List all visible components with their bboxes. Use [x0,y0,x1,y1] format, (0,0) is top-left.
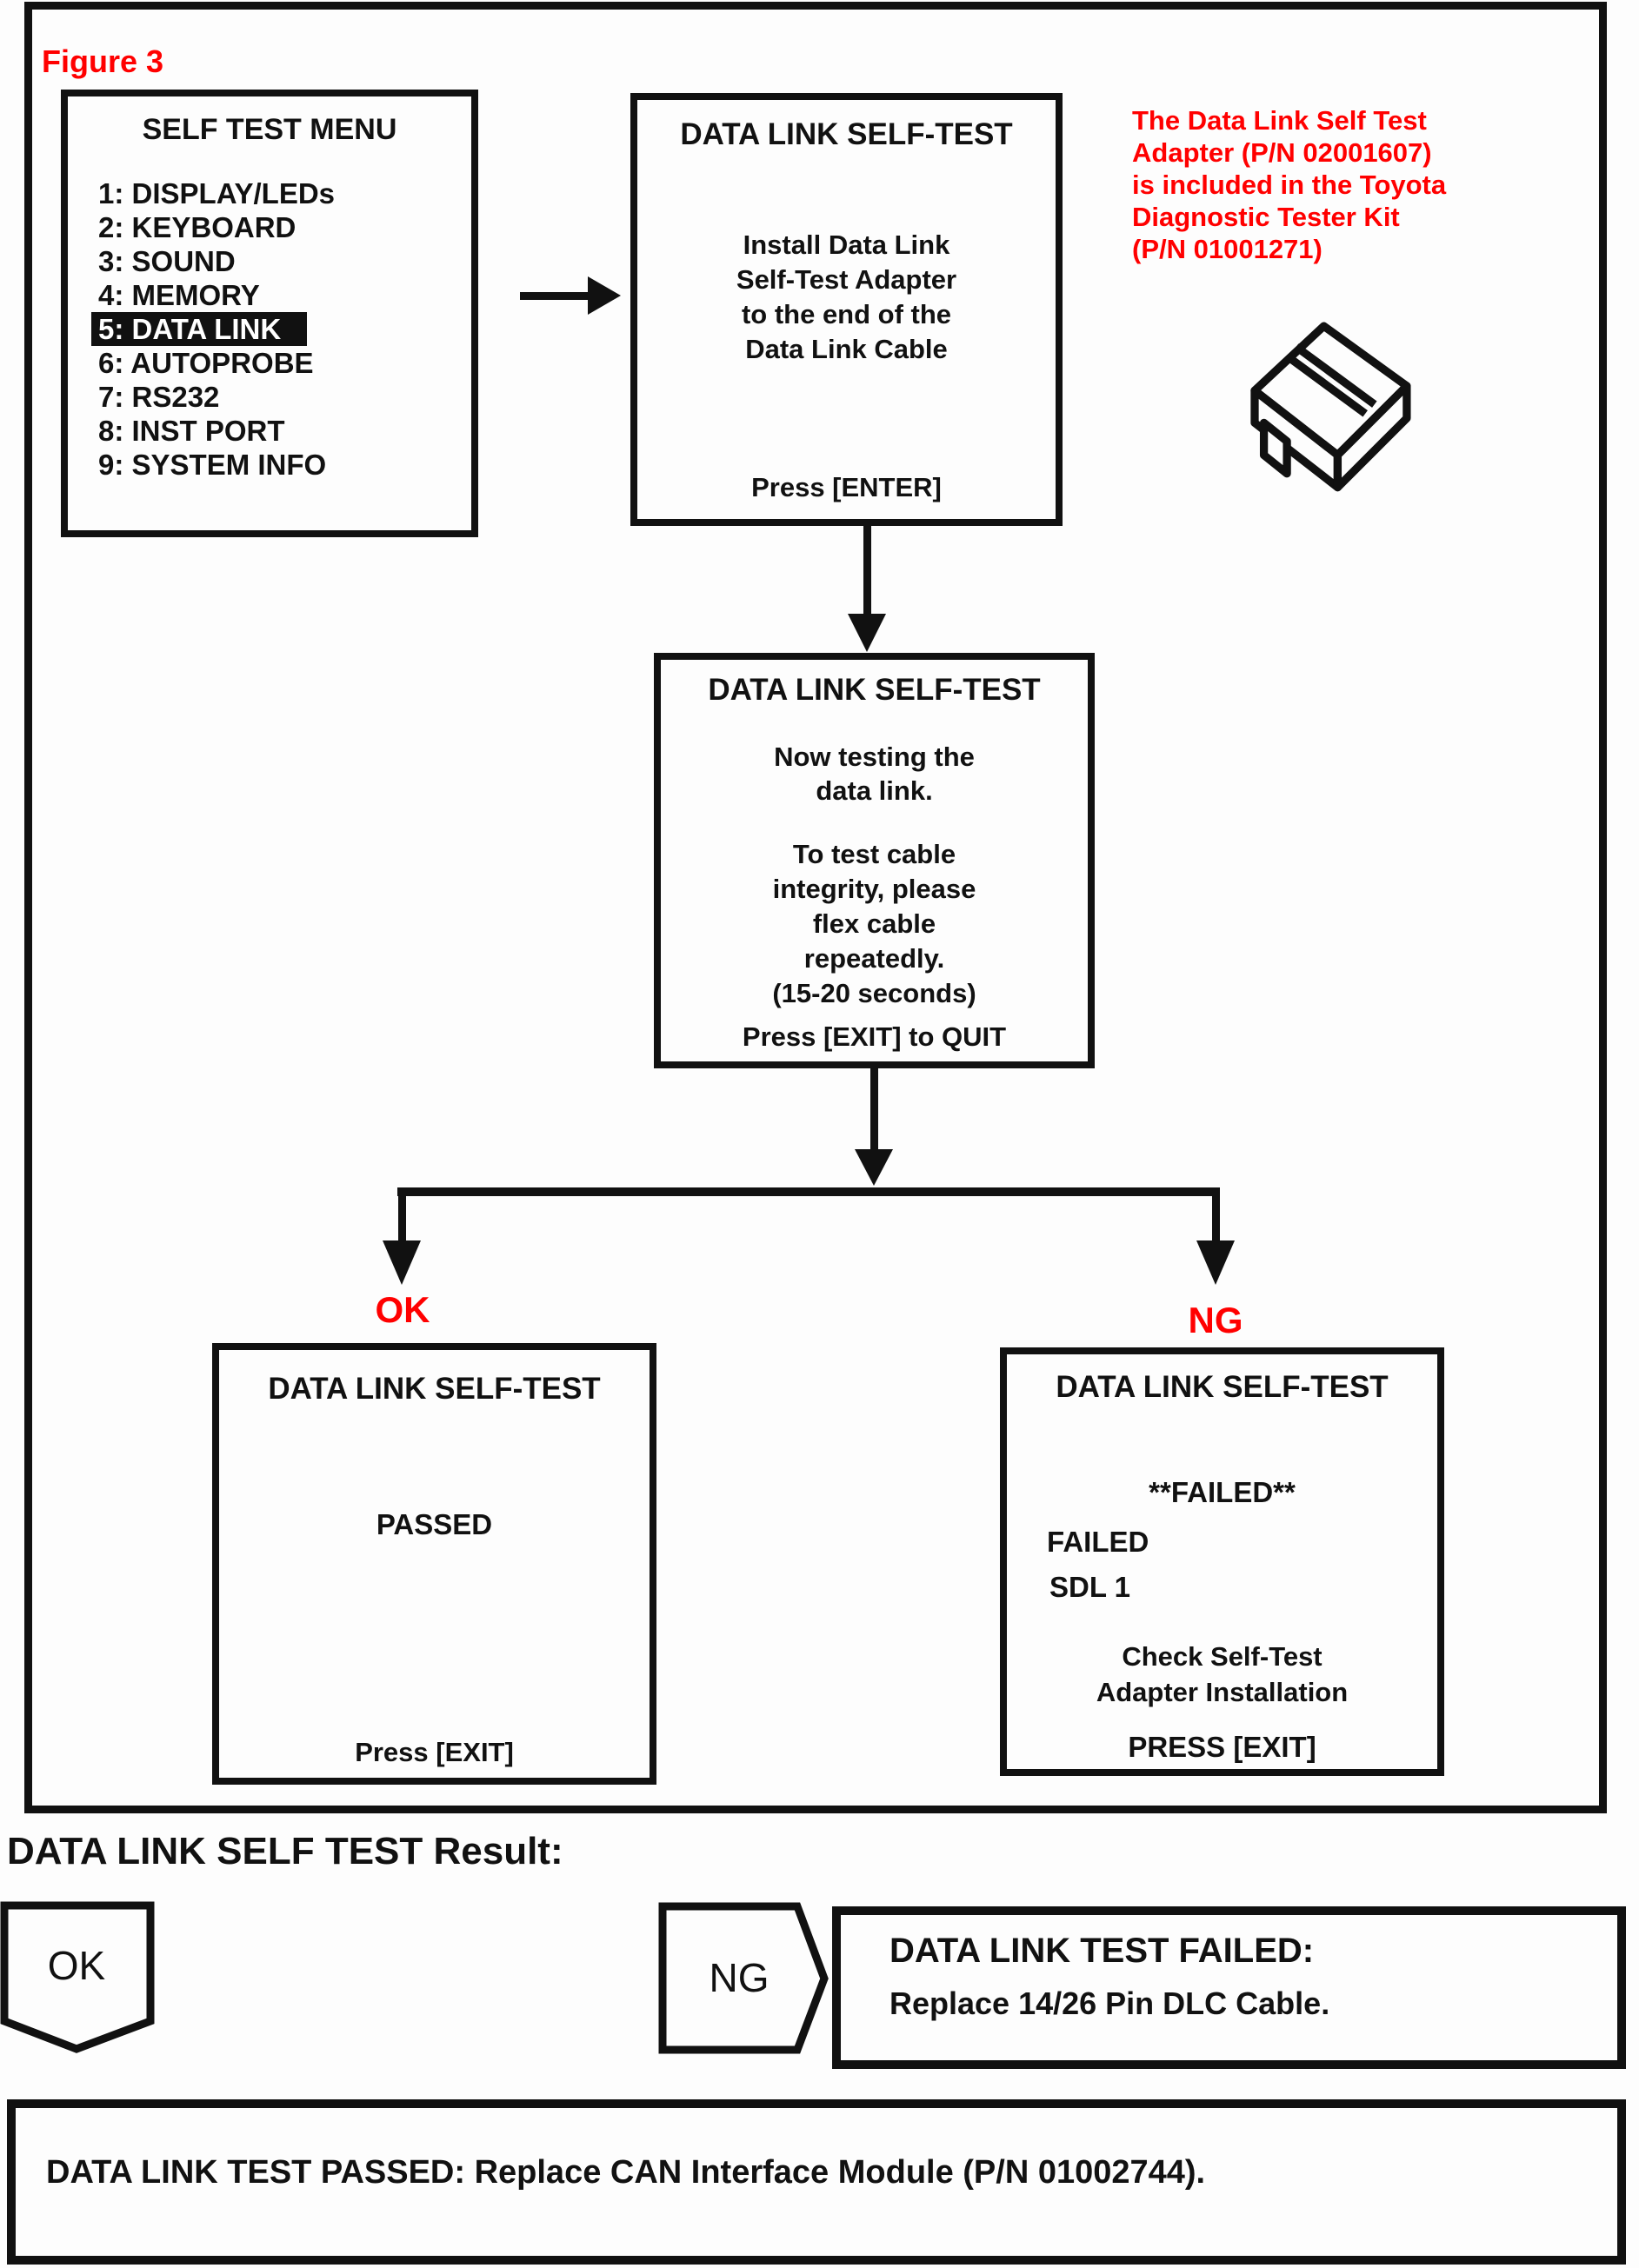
figure-border [24,2,1607,1813]
menu-item: 8: INST PORT [98,415,285,447]
menu-item: 6: AUTOPROBE [98,347,314,379]
passed-result-box: DATA LINK TEST PASSED: Replace CAN Inter… [7,2099,1626,2265]
menu-item: 4: MEMORY [98,279,260,311]
press-exit-prompt: PRESS [EXIT] [1128,1731,1316,1763]
ng-branch-label: NG [1188,1300,1243,1340]
passed-screen: DATA LINK SELF-TEST PASSED Press [EXIT] [212,1343,656,1785]
testing-status-text: Now testing the data link. [774,742,975,806]
failed-detail: FAILED [1047,1526,1149,1558]
screen-body: Install Data Link Self-Test Adapter to t… [736,229,957,364]
press-exit-prompt: Press [EXIT] [355,1737,514,1767]
failed-banner: **FAILED** [1149,1476,1296,1508]
testing-screen: DATA LINK SELF-TEST Now testing the data… [654,653,1095,1068]
press-enter-prompt: Press [ENTER] [751,472,942,502]
passed-status: PASSED [376,1508,493,1540]
self-test-menu-screen: SELF TEST MENU 1: DISPLAY/LEDs 2: KEYBOA… [61,90,478,537]
install-adapter-screen: DATA LINK SELF-TEST Install Data Link Se… [630,93,1063,526]
ng-tag-shape [658,1902,829,2054]
ok-tag-shape [0,1901,155,2053]
adapter-note: The Data Link Self Test Adapter (P/N 020… [1132,105,1447,264]
result-heading: DATA LINK SELF TEST Result: [7,1830,563,1872]
failed-result-action: Replace 14/26 Pin DLC Cable. [889,1985,1330,2021]
menu-item: 3: SOUND [98,245,236,277]
failed-advice: Check Self-Test Adapter Installation [1096,1641,1349,1707]
menu-title: SELF TEST MENU [142,113,397,146]
menu-item: 9: SYSTEM INFO [98,449,327,481]
passed-result-text: DATA LINK TEST PASSED: Replace CAN Inter… [46,2154,1206,2191]
flex-cable-instructions: To test cable integrity, please flex cab… [772,839,976,1008]
screen-title: DATA LINK SELF-TEST [708,673,1041,707]
menu-item: 7: RS232 [98,381,220,413]
menu-item: 2: KEYBOARD [98,211,296,243]
menu-item-highlighted: 5: DATA LINK [91,312,463,346]
ok-result-tag: OK [47,1943,106,1988]
failed-screen: DATA LINK SELF-TEST **FAILED** FAILED SD… [1000,1347,1444,1776]
failed-result-box: DATA LINK TEST FAILED: Replace 14/26 Pin… [832,1906,1626,2069]
failed-detail-sdl: SDL 1 [1049,1571,1130,1603]
menu-highlight: 5: DATA LINK [91,312,308,346]
screen-title: DATA LINK SELF-TEST [680,117,1013,151]
screen-title: DATA LINK SELF-TEST [268,1372,601,1406]
figure-label: Figure 3 [42,43,164,79]
failed-result-title: DATA LINK TEST FAILED: [889,1932,1315,1970]
menu-item: 1: DISPLAY/LEDs [98,177,336,210]
screen-title: DATA LINK SELF-TEST [1056,1370,1389,1404]
ng-result-tag: NG [709,1955,770,2000]
press-exit-prompt: Press [EXIT] to QUIT [742,1021,1007,1052]
adapter-drawing [1250,322,1411,492]
menu-items: 1: DISPLAY/LEDs 2: KEYBOARD 3: SOUND 4: … [91,176,463,482]
ok-branch-label: OK [375,1289,430,1330]
